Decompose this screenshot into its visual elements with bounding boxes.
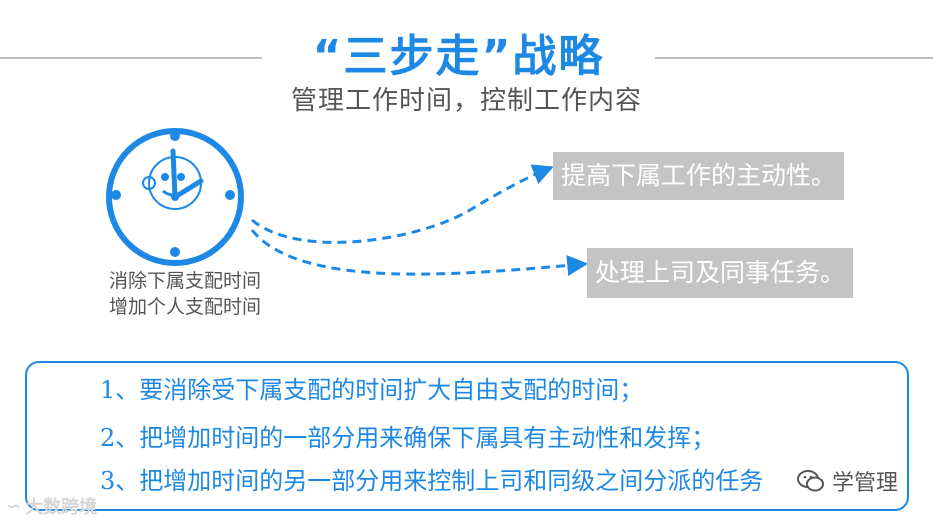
caption-line-2: 增加个人支配时间 bbox=[70, 294, 300, 320]
logo-icon: ∽ bbox=[6, 496, 21, 517]
clock-caption: 消除下属支配时间 增加个人支配时间 bbox=[70, 268, 300, 320]
arrow-to-callout-two bbox=[252, 230, 584, 274]
watermark-right-text: 学管理 bbox=[832, 465, 898, 497]
list-item: 3、把增加时间的另一部分用来控制上司和同级之间分派的任务 bbox=[100, 461, 763, 496]
wechat-icon bbox=[796, 468, 826, 494]
callout-superior-tasks: 处理上司及同事任务。 bbox=[587, 248, 853, 298]
list-item: 2、把增加时间的一部分用来确保下属具有主动性和发挥； bbox=[100, 418, 715, 453]
watermark-left-text: 大数跨境 bbox=[25, 493, 97, 519]
watermark-right: 学管理 bbox=[796, 462, 898, 500]
caption-line-1: 消除下属支配时间 bbox=[70, 268, 300, 294]
arrow-to-callout-one bbox=[252, 168, 550, 242]
watermark-left: ∽ 大数跨境 bbox=[6, 493, 97, 519]
list-item: 1、要消除受下属支配的时间扩大自由支配的时间； bbox=[100, 370, 643, 405]
callout-initiative: 提高下属工作的主动性。 bbox=[553, 152, 844, 200]
